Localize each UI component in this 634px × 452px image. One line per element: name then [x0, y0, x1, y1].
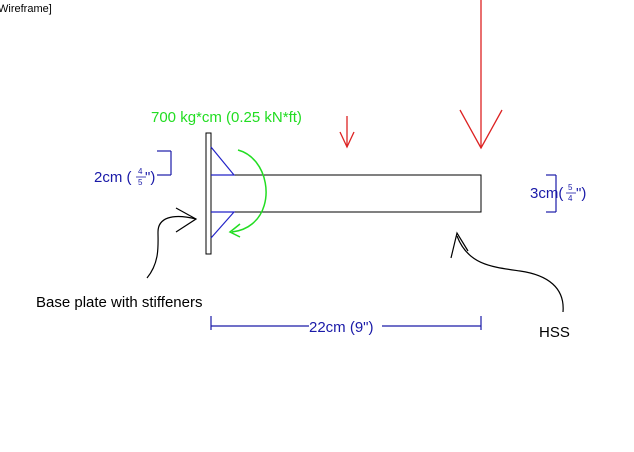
- plate-dim-frac-num: 4: [138, 167, 143, 176]
- length-dim-label: 22cm (9"): [309, 319, 374, 336]
- plate-dim-bracket: [157, 150, 172, 176]
- base-plate-label: Base plate with stiffeners: [36, 294, 202, 311]
- small-load-arrow-icon: [339, 116, 355, 149]
- viewport-title: Wireframe]: [0, 3, 52, 15]
- hss-dim-frac-den: 4: [568, 194, 573, 203]
- plate-dim-close: "): [145, 169, 155, 186]
- base-plate: [205, 132, 212, 255]
- moment-arrowhead-icon: [228, 223, 241, 238]
- base-plate-arrowhead-icon: [175, 207, 198, 233]
- hss-beam: [210, 174, 482, 213]
- moment-label: 700 kg*cm (0.25 kN*ft): [151, 109, 302, 126]
- length-dim-line: [210, 316, 482, 330]
- plate-dim-frac-den: 5: [138, 178, 143, 187]
- upper-stiffener: [210, 146, 236, 176]
- hss-arrowhead-icon: [450, 231, 469, 259]
- hss-label: HSS: [539, 324, 570, 341]
- hss-dim-bracket: [546, 174, 557, 213]
- large-load-arrow-icon: [459, 0, 503, 150]
- stiffeners: [210, 146, 236, 239]
- hss-dim-close: "): [576, 185, 586, 202]
- plate-dim-main: 2cm (: [94, 169, 132, 186]
- hss-dim-frac-num: 5: [568, 183, 573, 192]
- hss-dim-main: 3cm(: [530, 185, 563, 202]
- base-plate-leader: [146, 207, 198, 279]
- hss-leader: [450, 231, 564, 313]
- moment-arc: [231, 149, 267, 233]
- lower-stiffener: [210, 211, 236, 239]
